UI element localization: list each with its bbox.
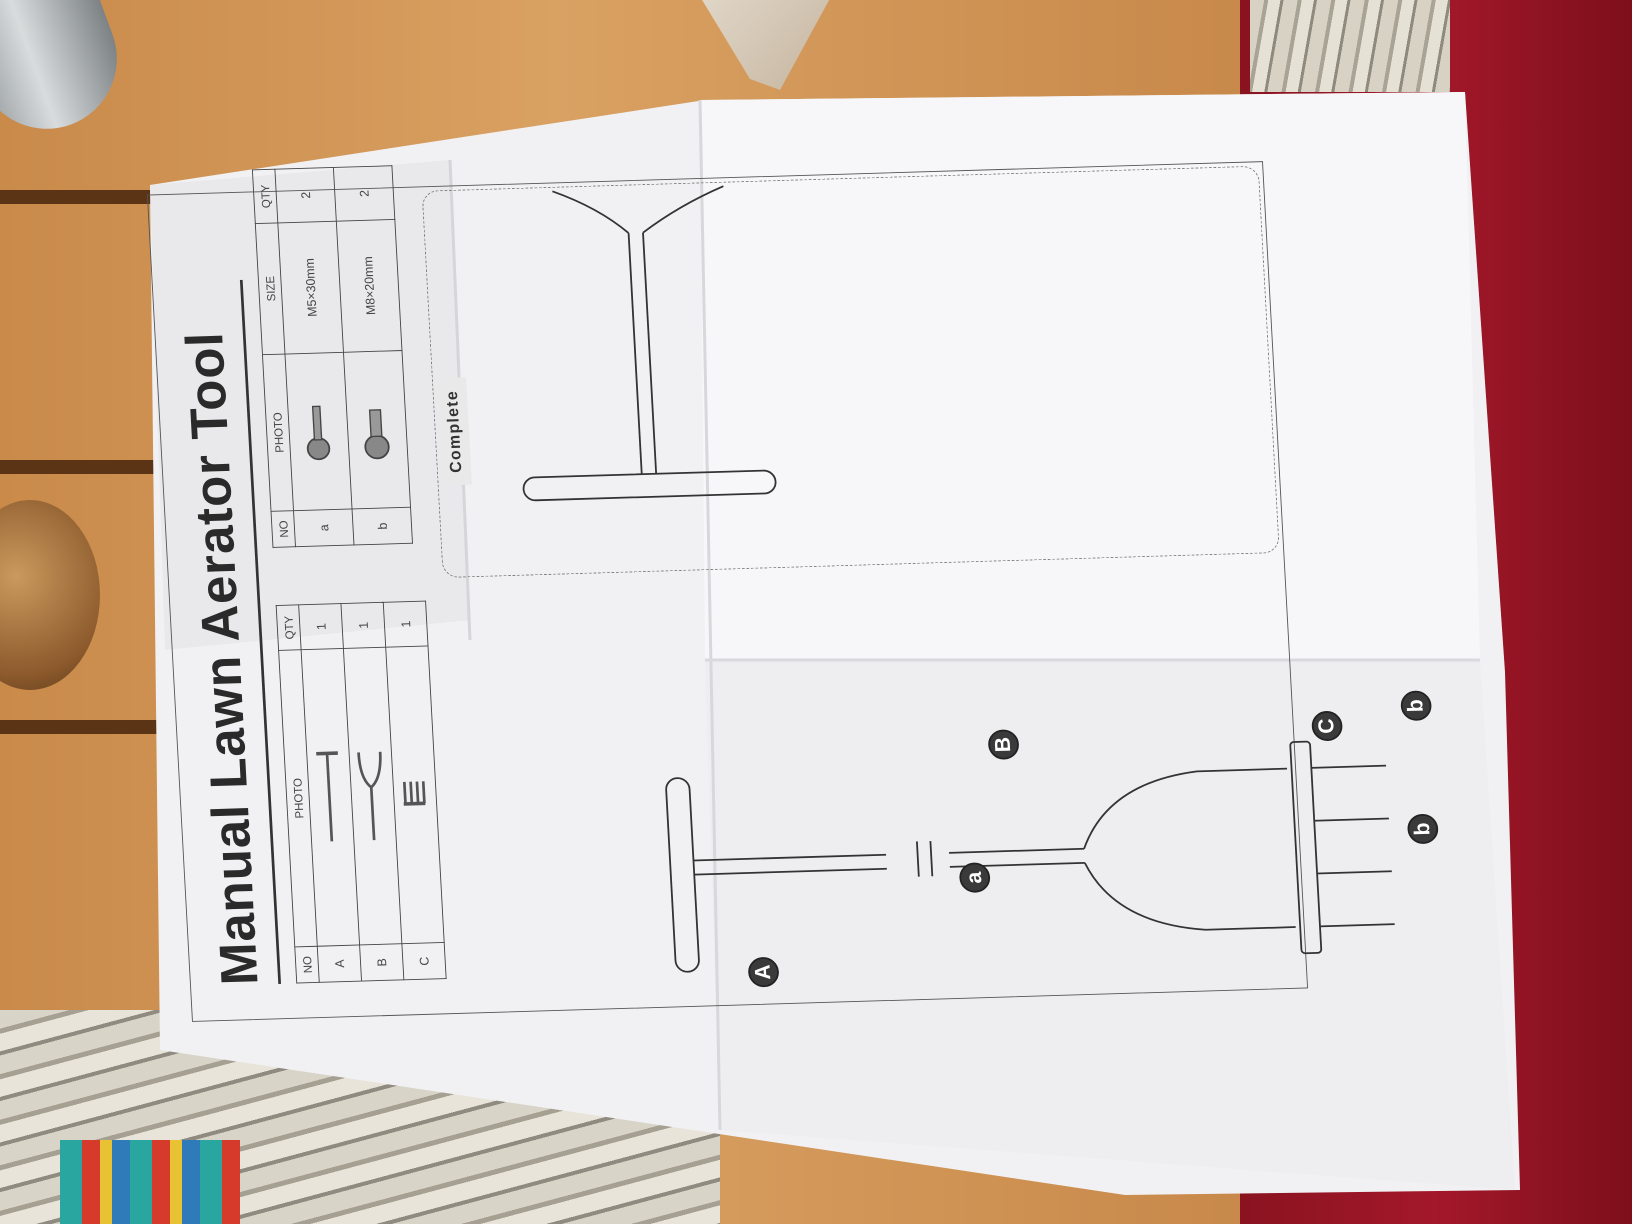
- hardware-photo-screw: [284, 351, 353, 511]
- colorful-rug: [60, 1140, 240, 1224]
- manual-page: Manual Lawn Aerator Tool NO PHOTO QTY A …: [127, 122, 1439, 1040]
- tine-bar-part-icon: [402, 781, 426, 806]
- table-row: A 1: [298, 603, 362, 983]
- table-row: C 1: [383, 601, 447, 980]
- screw-icon: [306, 405, 330, 461]
- handle-part-icon: [315, 751, 338, 842]
- wicker-chair-top: [1250, 0, 1450, 92]
- complete-dashed-frame: [421, 165, 1280, 579]
- part-photo-handle: [301, 648, 360, 947]
- part-photo-tines: [385, 645, 445, 944]
- fork-part-icon: [356, 751, 382, 841]
- part-photo-fork: [343, 647, 402, 945]
- table-row: a M5×30mm 2: [274, 167, 354, 547]
- parts-table: NO PHOTO QTY A 1 B 1: [276, 601, 447, 984]
- table-row: b M8×20mm 2: [333, 165, 413, 545]
- complete-label: Complete: [436, 377, 472, 486]
- bolt-icon: [363, 409, 390, 460]
- hardware-photo-bolt: [343, 350, 411, 509]
- exploded-assembly-drawing: [522, 185, 1395, 973]
- hardware-table: NO PHOTO SIZE QTY a M5×30mm 2 b: [252, 165, 413, 548]
- table-row: B 1: [340, 602, 404, 982]
